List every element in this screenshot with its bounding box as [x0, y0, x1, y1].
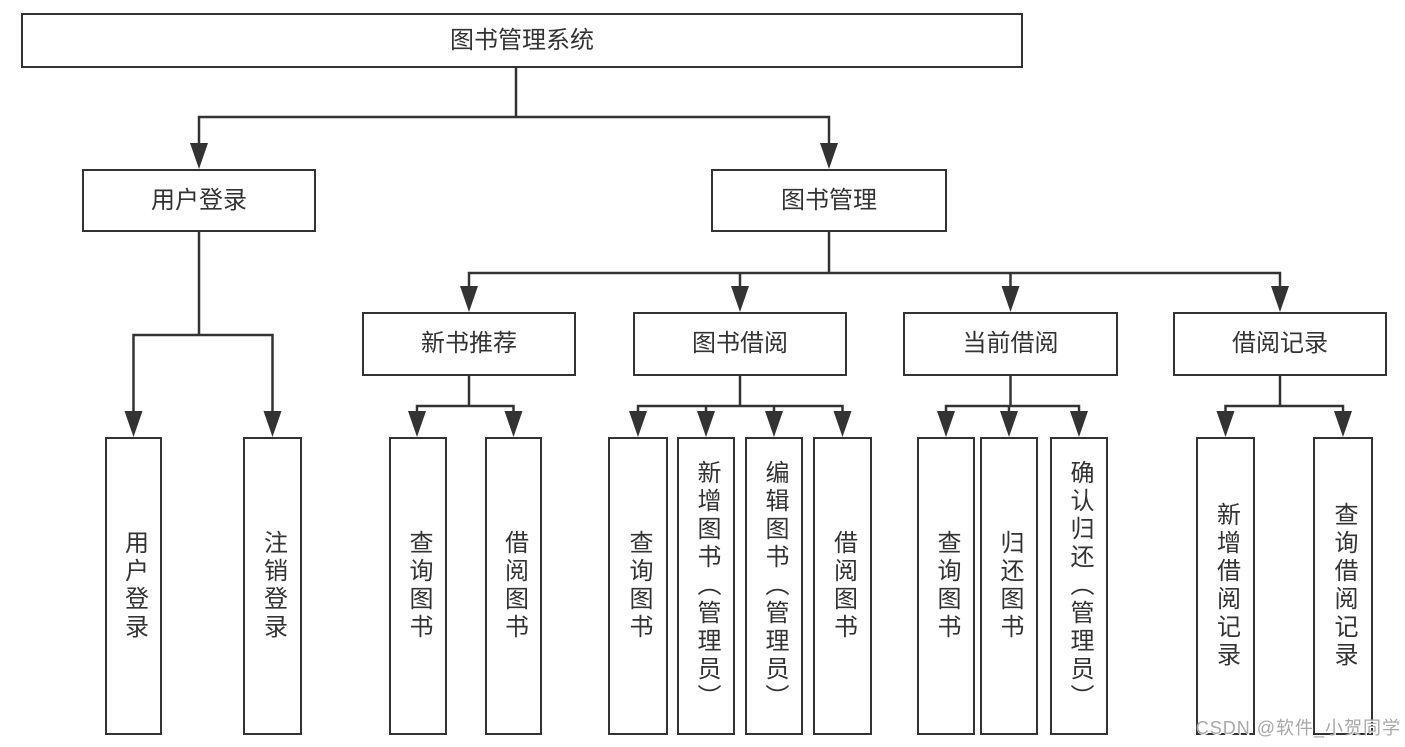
leaf-return-book: 归还图书 [980, 437, 1038, 735]
arrowhead-icon [408, 411, 426, 437]
arrowhead-icon [460, 286, 478, 312]
leaf-add-borrow-record: 新增借阅记录 [1196, 437, 1255, 735]
node-new-book-recommend: 新书推荐 [362, 312, 576, 376]
node-book-borrowing: 图书借阅 [633, 312, 847, 376]
leaf-query-borrow-record: 查询借阅记录 [1313, 437, 1373, 735]
leaf-confirm-return-admin-label: 确认归还（管理员） [1066, 460, 1093, 712]
arrowhead-icon [190, 143, 208, 169]
leaf-user-login-label: 用户登录 [120, 530, 148, 642]
arrowhead-icon [1216, 411, 1235, 437]
node-root-label: 图书管理系统 [450, 26, 594, 54]
leaf-edit-book-admin: 编辑图书（管理员） [745, 437, 803, 735]
leaf-add-book-admin-label: 新增图书（管理员） [693, 460, 720, 712]
leaf-query-book-2: 查询图书 [608, 437, 668, 735]
node-user-login: 用户登录 [82, 169, 316, 232]
arrowhead-icon [263, 411, 282, 437]
arrowhead-icon [1001, 286, 1020, 312]
leaf-borrow-book-2: 借阅图书 [813, 437, 872, 735]
arrowhead-icon [765, 411, 783, 437]
leaf-borrow-book-2-label: 借阅图书 [829, 530, 857, 642]
arrowhead-icon [833, 411, 852, 437]
leaf-user-login: 用户登录 [105, 437, 162, 735]
leaf-confirm-return-admin: 确认归还（管理员） [1050, 437, 1108, 735]
arrowhead-icon [731, 286, 749, 312]
connector-lines [132, 66, 1345, 414]
arrowhead-icon [504, 411, 523, 437]
node-borrowing-records: 借阅记录 [1173, 312, 1387, 376]
leaf-return-book-label: 归还图书 [996, 530, 1023, 642]
node-borrowing-records-label: 借阅记录 [1232, 330, 1328, 357]
arrowhead-icon [124, 411, 143, 437]
csdn-watermark: CSDN @软件_小贺同学 [1195, 718, 1401, 738]
node-new-book-recommend-label: 新书推荐 [421, 330, 517, 357]
node-current-borrowing: 当前借阅 [903, 312, 1118, 376]
leaf-add-borrow-record-label: 新增借阅记录 [1212, 502, 1240, 670]
node-book-borrowing-label: 图书借阅 [692, 330, 788, 357]
leaf-logout: 注销登录 [243, 437, 302, 735]
leaf-query-book-1: 查询图书 [389, 437, 447, 735]
leaf-logout-label: 注销登录 [259, 530, 287, 642]
leaf-query-book-2-label: 查询图书 [625, 530, 652, 642]
arrowhead-icon [1271, 286, 1289, 312]
leaf-edit-book-admin-label: 编辑图书（管理员） [761, 460, 788, 712]
leaf-borrow-book-1-label: 借阅图书 [500, 530, 528, 642]
arrowhead-icon [629, 411, 647, 437]
arrowhead-icon [1334, 411, 1352, 437]
arrowhead-icon [1000, 411, 1018, 437]
node-book-management-label: 图书管理 [781, 186, 877, 214]
leaf-query-book-3: 查询图书 [917, 437, 975, 735]
leaf-query-book-1-label: 查询图书 [405, 530, 432, 642]
leaf-add-book-admin: 新增图书（管理员） [677, 437, 735, 735]
node-book-management: 图书管理 [711, 169, 947, 232]
leaf-borrow-book-1: 借阅图书 [485, 437, 542, 735]
arrowhead-icon [1070, 411, 1088, 437]
leaf-query-book-3-label: 查询图书 [933, 530, 960, 642]
node-root: 图书管理系统 [21, 13, 1023, 68]
arrowhead-icon [820, 143, 838, 169]
leaf-query-borrow-record-label: 查询借阅记录 [1330, 502, 1357, 670]
node-current-borrowing-label: 当前借阅 [962, 330, 1059, 357]
arrowhead-icon [697, 411, 715, 437]
node-user-login-label: 用户登录 [151, 186, 247, 214]
arrowhead-icon [937, 411, 955, 437]
